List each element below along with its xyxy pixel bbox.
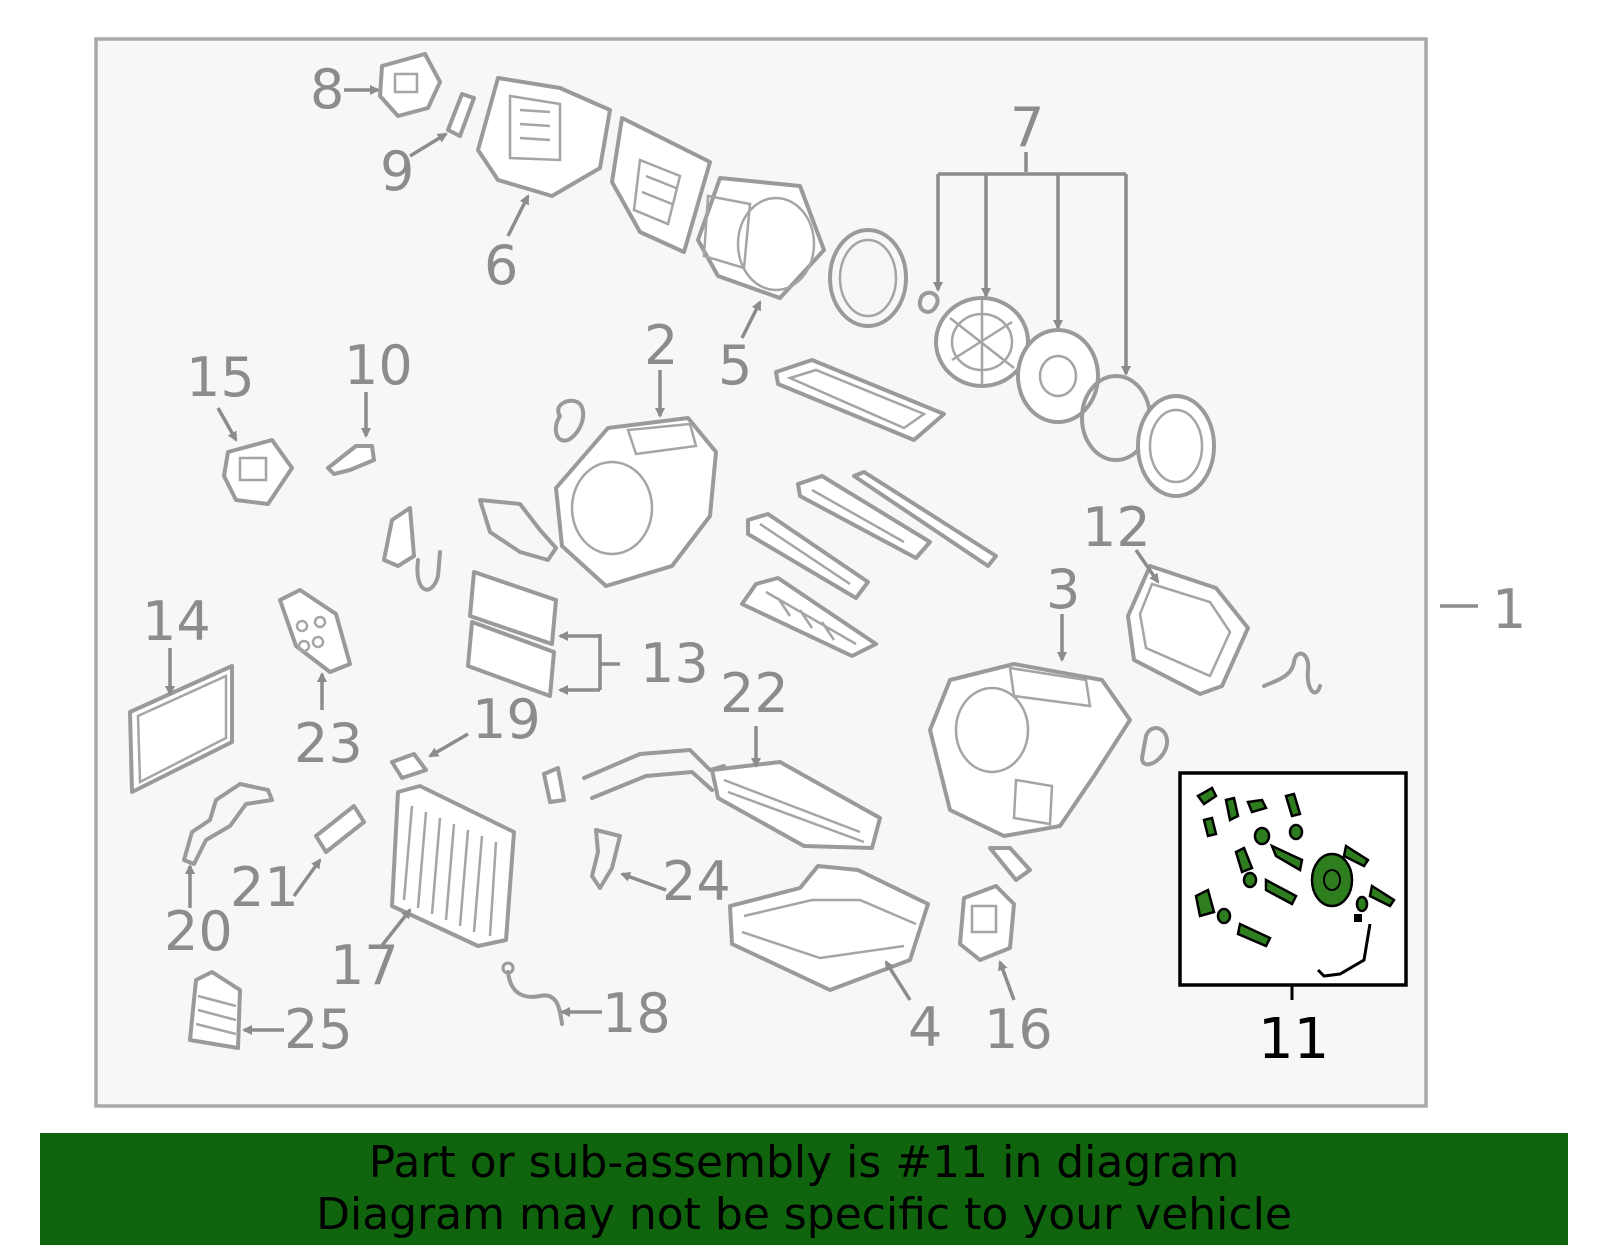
part-door-rod — [852, 470, 998, 568]
part-11-highlight-box — [1178, 771, 1408, 1000]
part-hose-u — [415, 550, 442, 592]
part-6-intake-case — [476, 76, 612, 198]
part-13-filter-lower — [466, 620, 556, 698]
part-15-actuator — [222, 438, 294, 506]
label-14: 14 — [142, 590, 211, 653]
label-16: 16 — [984, 998, 1053, 1061]
label-19: 19 — [472, 688, 541, 751]
part-7-blower-wheel — [934, 296, 1030, 388]
part-16-actuator — [958, 884, 1016, 962]
label-12: 12 — [1082, 496, 1151, 559]
part-small-sensor — [988, 846, 1032, 882]
part-drain-hose — [1262, 651, 1322, 695]
part-2-heater-case-left — [554, 416, 718, 588]
label-22: 22 — [720, 662, 789, 725]
banner-line-2: Diagram may not be specific to your vehi… — [316, 1189, 1292, 1240]
part-3-gasket — [1140, 726, 1170, 767]
label-21: 21 — [230, 856, 299, 919]
label-11: 11 — [1258, 1007, 1329, 1072]
label-10: 10 — [344, 334, 413, 397]
label-4: 4 — [908, 996, 942, 1059]
part-filter-grille — [610, 116, 712, 254]
banner-line-1: Part or sub-assembly is #11 in diagram — [368, 1137, 1240, 1188]
part-ring-seal — [828, 228, 908, 328]
part-7-clip — [917, 290, 940, 314]
label-18: 18 — [602, 982, 671, 1045]
part-2-gasket — [553, 398, 586, 443]
part-10-sensor — [326, 444, 376, 476]
part-21-pad — [314, 804, 366, 854]
part-mode-door-plate — [774, 358, 946, 442]
part-22-heater-core — [582, 748, 882, 850]
part-12-filter-cover — [1126, 564, 1250, 696]
part-temp-door — [746, 512, 870, 600]
part-20-pipe — [182, 782, 274, 866]
disclaimer-banner: Part or sub-assembly is #11 in diagram D… — [40, 1133, 1568, 1245]
part-25-resistor — [188, 970, 242, 1050]
part-5-blower-upper-case — [696, 176, 826, 300]
label-24: 24 — [662, 850, 731, 913]
part-17-evaporator — [390, 784, 516, 948]
part-grille-door — [740, 576, 878, 658]
label-15: 15 — [186, 346, 255, 409]
label-1: 1 — [1492, 578, 1526, 641]
part-18-wire — [506, 970, 564, 1026]
label-25: 25 — [284, 998, 353, 1061]
label-20: 20 — [164, 900, 233, 963]
label-3: 3 — [1046, 558, 1080, 621]
label-6: 6 — [484, 234, 518, 297]
label-2: 2 — [644, 314, 678, 377]
part-13-filter-upper — [468, 570, 558, 646]
part-23-pad — [278, 588, 352, 674]
part-3-heater-case-right — [928, 662, 1132, 838]
part-small-bracket — [542, 766, 566, 804]
label-9: 9 — [380, 140, 414, 203]
part-duct-clip — [382, 506, 416, 568]
part-blower-lower-ring — [1136, 394, 1216, 498]
part-4-lower-case — [728, 864, 930, 992]
leader-lines — [165, 85, 1478, 1035]
part-19-valve — [390, 752, 428, 780]
part-14-cabin-filter — [128, 664, 234, 794]
part-2-bracket — [478, 498, 558, 562]
label-5: 5 — [718, 334, 752, 397]
label-7: 7 — [1010, 96, 1044, 159]
part-air-mix-door — [796, 474, 932, 560]
label-13: 13 — [640, 632, 709, 695]
label-8: 8 — [310, 58, 344, 121]
label-17: 17 — [330, 934, 399, 997]
part-7-blower-motor — [1016, 328, 1100, 424]
part-24-bracket — [590, 828, 622, 890]
part-8-actuator — [378, 52, 442, 118]
label-23: 23 — [294, 712, 363, 775]
part-9-clip — [446, 92, 476, 138]
